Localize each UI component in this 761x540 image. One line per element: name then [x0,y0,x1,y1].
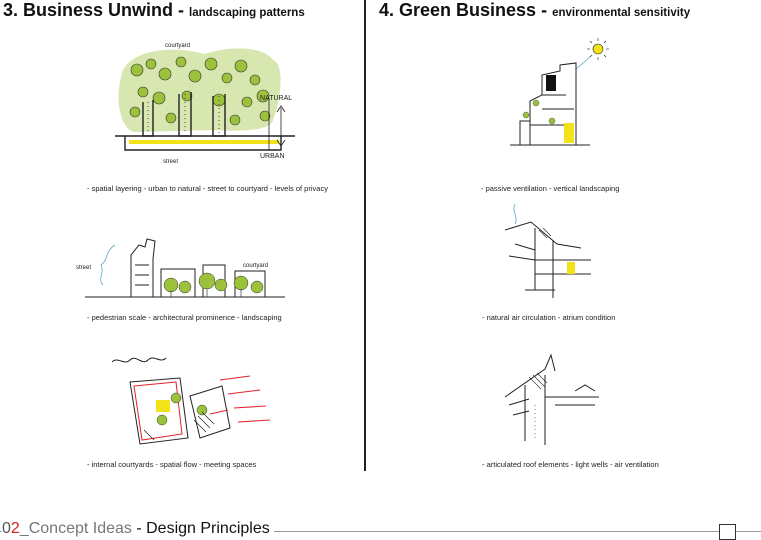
dark-opening [546,75,556,91]
footer-subtitle: Design Principles [146,520,270,537]
roof-hatch [529,373,547,389]
caption-spatial-layering: - spatial layering - urban to natural - … [87,184,328,193]
label-street-elevation: street [76,265,91,271]
courtyard-highlight-plan [156,400,170,412]
sketch-internal-courtyards [110,350,280,450]
roof-lines [505,355,599,445]
yellow-facade [564,123,574,143]
sketch-natural-air-circulation [495,200,605,305]
courtyard-floor-highlight [129,140,279,144]
label-urban: URBAN [260,153,285,160]
footer-box [719,524,736,540]
footer-dash: - [132,520,146,537]
sketch-passive-ventilation [490,35,620,155]
caption-natural-air-circulation: - natural air circulation - atrium condi… [482,313,615,322]
left-title-text: 3. Business Unwind - [3,0,184,20]
footer-number-part2: 2 [11,520,20,537]
atrium-hatch [539,228,551,238]
caption-internal-courtyards: - internal courtyards - spatial flow - m… [87,460,256,469]
footer-number-part1: 0 [2,520,11,537]
street-trees [164,273,263,293]
sketch-spatial-layering [95,40,325,170]
footer-title: 02_Concept Ideas - Design Principles [2,520,274,538]
atrium-yellow [567,262,575,274]
caption-pedestrian-scale: - pedestrian scale - architectural promi… [87,313,282,322]
caption-passive-ventilation: - passive ventilation - vertical landsca… [481,184,619,193]
plan-hatching [144,412,214,440]
label-courtyard-elevation: courtyard [243,263,268,269]
label-natural: NATURAL [260,95,292,102]
footer-section: Concept Ideas [29,520,132,537]
sketch-articulated-roof [495,345,610,450]
left-title-subtitle: landscaping patterns [189,7,305,19]
column-divider [364,0,366,471]
vertical-greenery [523,100,555,124]
label-street-bottom: street [163,159,178,165]
label-courtyard-top: courtyard [165,43,190,49]
sun-icon [587,38,609,60]
right-column-title: 4. Green Business - environmental sensit… [379,0,690,21]
left-column-title: 3. Business Unwind - landscaping pattern… [3,0,305,21]
right-title-subtitle: environmental sensitivity [552,7,690,19]
footer-separator: _ [20,520,29,537]
right-title-text: 4. Green Business - [379,0,547,20]
caption-articulated-roof: - articulated roof elements - light well… [482,460,659,469]
